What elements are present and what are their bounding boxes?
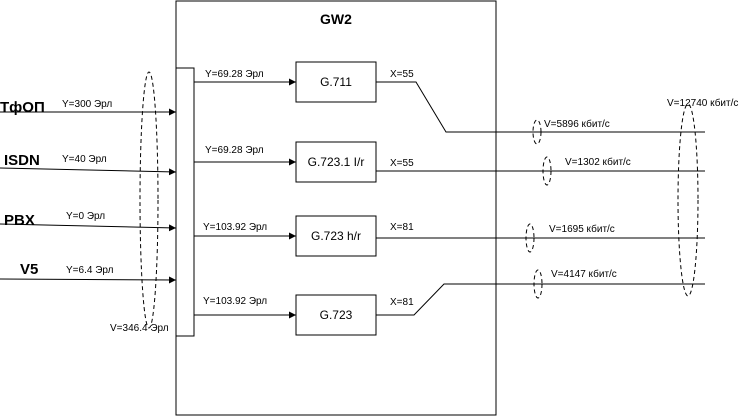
input-line-isdn: [0, 167, 177, 176]
distribution-bar: [175, 67, 195, 337]
codec-rate-1: V=5896 кбит/с: [544, 118, 610, 130]
codec-x-2: X=55: [390, 158, 414, 169]
codec-x-3: X=81: [390, 222, 414, 233]
input-load-v5: Y=6.4 Эрл: [66, 265, 114, 276]
output-line-1: [376, 81, 705, 133]
codec-rate-4: V=4147 кбит/с: [551, 268, 617, 280]
output-total-label: V=12740 кбит/с: [667, 97, 738, 109]
codec-box-3: [295, 215, 377, 257]
codec-name-1: G.711: [320, 75, 352, 89]
gateway-title: GW2: [320, 11, 352, 27]
codec-name-3: G.723 h/r: [311, 229, 361, 243]
codec-rate-3: V=1695 кбит/с: [549, 223, 615, 235]
codec-load-4: Y=103.92 Эрл: [203, 296, 267, 307]
output-line-4: [376, 283, 705, 316]
input-load-isdn: Y=40 Эрл: [62, 154, 107, 165]
input-group-ellipse: [139, 71, 159, 329]
codec-load-3: Y=103.92 Эрл: [203, 222, 267, 233]
input-name-pbx: PBX: [4, 212, 35, 229]
rate-ellipse-1: [532, 119, 542, 145]
input-line-v5: [0, 276, 177, 284]
rate-ellipse-4: [533, 269, 543, 299]
output-group-ellipse: [677, 103, 699, 297]
input-name-v5: V5: [20, 261, 38, 278]
input-load-tfop: Y=300 Эрл: [62, 99, 112, 110]
codec-load-1: Y=69.28 Эрл: [205, 69, 264, 80]
rate-ellipse-3: [525, 223, 535, 253]
codec-rate-2: V=1302 кбит/с: [565, 156, 631, 168]
codec-x-4: X=81: [390, 297, 414, 308]
codec-box-2: [295, 141, 377, 183]
gateway-box: [175, 0, 497, 416]
input-load-pbx: Y=0 Эрл: [66, 211, 105, 222]
codec-load-2: Y=69.28 Эрл: [205, 145, 264, 156]
input-total-label: V=346.4 Эрл: [110, 323, 169, 334]
input-name-isdn: ISDN: [4, 152, 40, 169]
input-line-pbx: [0, 223, 177, 232]
codec-name-4: G.723: [320, 308, 353, 322]
rate-ellipse-2: [542, 156, 552, 186]
codec-x-1: X=55: [390, 69, 414, 80]
input-name-tfop: ТфОП: [0, 99, 45, 116]
codec-name-2: G.723.1 I/r: [308, 155, 365, 169]
